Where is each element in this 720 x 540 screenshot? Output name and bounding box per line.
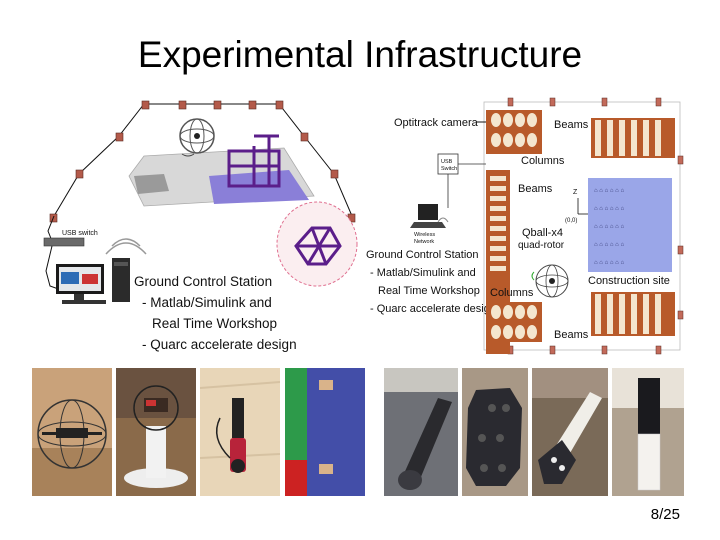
slide-title: Experimental Infrastructure bbox=[0, 34, 720, 76]
beams-top-label: Beams bbox=[554, 119, 589, 131]
left-bullet1-line2: Real Time Workshop bbox=[152, 316, 277, 331]
photo-long-beam bbox=[384, 368, 458, 496]
usb-switch-line2: Switch bbox=[441, 166, 457, 172]
page-number: 8/25 bbox=[651, 506, 680, 523]
left-bullet2: - Quarc accelerate design bbox=[142, 337, 297, 352]
photo-qball-stand bbox=[116, 368, 196, 496]
beams-bottom-label: Beams bbox=[554, 329, 589, 341]
right-bullet1-line2: Real Time Workshop bbox=[378, 285, 480, 297]
photo-octagonal-block bbox=[462, 368, 528, 496]
photo-beam-connector bbox=[532, 368, 608, 496]
lab-setup-diagram: USB switch Ground Control Station - Matl… bbox=[34, 96, 364, 362]
qball-line2: quad-rotor bbox=[518, 240, 565, 251]
photo-construction-floor bbox=[285, 368, 365, 496]
wireless-line2: Network bbox=[414, 239, 434, 245]
svg-text:⌂ ⌂ ⌂ ⌂ ⌂ ⌂: ⌂ ⌂ ⌂ ⌂ ⌂ ⌂ bbox=[594, 260, 624, 266]
photo-quadrotor-cage bbox=[32, 368, 112, 496]
qball-line1: Qball-x4 bbox=[522, 227, 563, 239]
svg-text:⌂ ⌂ ⌂ ⌂ ⌂ ⌂: ⌂ ⌂ ⌂ ⌂ ⌂ ⌂ bbox=[594, 206, 624, 212]
axis-origin-label: (0,0) bbox=[565, 218, 577, 224]
optitrack-label: Optitrack camera bbox=[394, 117, 479, 129]
right-bullet1-line1: - Matlab/Simulink and bbox=[370, 267, 476, 279]
left-bullet1-line1: - Matlab/Simulink and bbox=[142, 295, 272, 310]
svg-text:⌂ ⌂ ⌂ ⌂ ⌂ ⌂: ⌂ ⌂ ⌂ ⌂ ⌂ ⌂ bbox=[594, 224, 624, 230]
construction-site-label: Construction site bbox=[588, 275, 670, 287]
left-gcs-title: Ground Control Station bbox=[134, 274, 272, 289]
columns-bottom-label: Columns bbox=[490, 287, 534, 299]
photo-bw-column bbox=[612, 368, 684, 496]
columns-top-label: Columns bbox=[521, 155, 565, 167]
wireless-line1: Wireless bbox=[414, 232, 435, 238]
right-bullet2: - Quarc accelerate design bbox=[370, 303, 496, 315]
svg-text:⌂ ⌂ ⌂ ⌂ ⌂ ⌂: ⌂ ⌂ ⌂ ⌂ ⌂ ⌂ bbox=[594, 188, 624, 194]
usb-switch-label: USB switch bbox=[62, 230, 98, 237]
usb-switch-line1: USB bbox=[441, 159, 453, 165]
axis-z-label: Z bbox=[573, 189, 578, 196]
right-gcs-title: Ground Control Station bbox=[366, 249, 479, 261]
photo-gripper-board bbox=[200, 368, 280, 496]
svg-text:⌂ ⌂ ⌂ ⌂ ⌂ ⌂: ⌂ ⌂ ⌂ ⌂ ⌂ ⌂ bbox=[594, 242, 624, 248]
facility-layout-diagram: Beams Optitrack camera Columns USB Switc… bbox=[366, 96, 688, 362]
beams-mid-label: Beams bbox=[518, 183, 553, 195]
